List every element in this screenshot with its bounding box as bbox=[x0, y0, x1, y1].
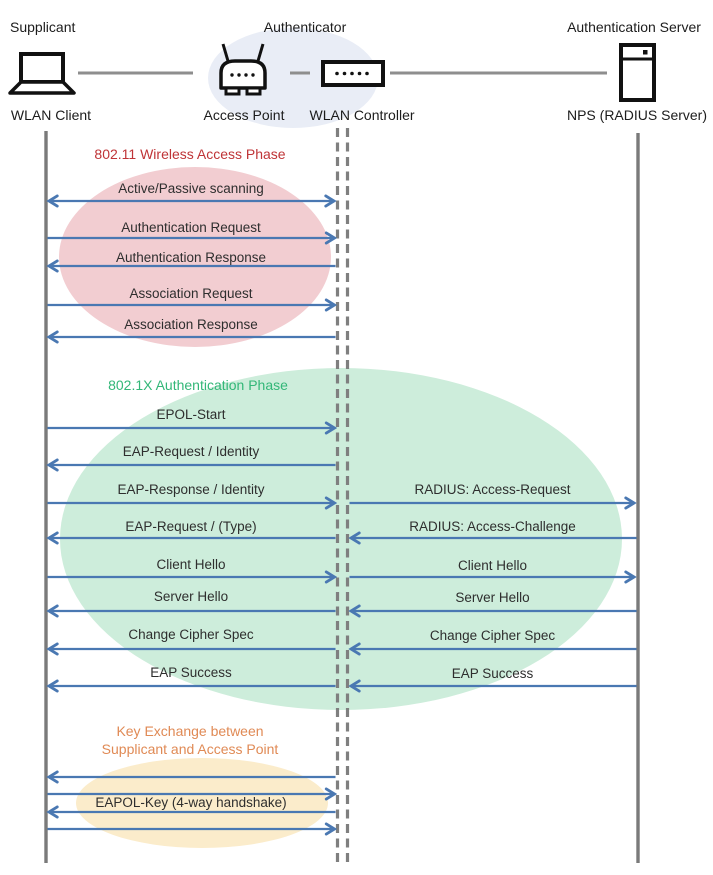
access-point-icon bbox=[219, 43, 267, 96]
wlan-controller-icon bbox=[321, 60, 385, 87]
phase1-ellipse bbox=[59, 167, 331, 347]
msg-eapol-key: EAPOL-Key (4-way handshake) bbox=[95, 795, 287, 810]
phase1-title: 802.11 Wireless Access Phase bbox=[94, 146, 286, 162]
role-authenticator: Authenticator bbox=[263, 19, 347, 35]
msg-association-request: Association Request bbox=[129, 286, 253, 301]
msg-eap-request-identity: EAP-Request / Identity bbox=[122, 444, 260, 459]
laptop-icon bbox=[8, 52, 76, 95]
phase3-title-line2: Supplicant and Access Point bbox=[101, 741, 279, 757]
msg-epol-start: EPOL-Start bbox=[156, 407, 226, 422]
msg-authentication-request: Authentication Request bbox=[121, 220, 261, 235]
role-supplicant: Supplicant bbox=[10, 19, 76, 35]
caption-access-point: Access Point bbox=[203, 107, 285, 123]
server-icon bbox=[619, 43, 656, 102]
msg-eap-success-right: EAP Success bbox=[451, 666, 534, 681]
role-authentication-server: Authentication Server bbox=[567, 19, 701, 35]
phase3-title-line1: Key Exchange between bbox=[116, 723, 264, 739]
authenticator-group-ellipse bbox=[208, 28, 378, 128]
msg-change-cipher-spec-right: Change Cipher Spec bbox=[429, 628, 556, 643]
msg-client-hello-right: Client Hello bbox=[457, 558, 528, 573]
ap-server-arrows bbox=[350, 503, 637, 686]
caption-wlan-controller: WLAN Controller bbox=[309, 107, 415, 123]
msg-eap-response-identity: EAP-Response / Identity bbox=[117, 482, 265, 497]
phase2-title: 802.1X Authentication Phase bbox=[108, 377, 288, 393]
msg-client-hello-left: Client Hello bbox=[156, 557, 226, 572]
msg-radius-access-request: RADIUS: Access-Request bbox=[414, 482, 571, 497]
phase2-ellipse bbox=[60, 368, 622, 710]
client-ap-arrows bbox=[48, 201, 336, 829]
msg-association-response: Association Response bbox=[124, 317, 258, 332]
msg-authentication-response: Authentication Response bbox=[115, 250, 267, 265]
msg-server-hello-left: Server Hello bbox=[153, 589, 229, 604]
caption-nps: NPS (RADIUS Server) bbox=[566, 107, 708, 123]
msg-server-hello-right: Server Hello bbox=[455, 590, 530, 605]
caption-wlan-client: WLAN Client bbox=[10, 107, 92, 123]
msg-eap-success-left: EAP Success bbox=[150, 665, 232, 680]
phase3-ellipse bbox=[76, 758, 328, 848]
msg-radius-access-challenge: RADIUS: Access-Challenge bbox=[409, 519, 576, 534]
msg-active-passive-scanning: Active/Passive scanning bbox=[118, 181, 264, 196]
msg-eap-request-type: EAP-Request / (Type) bbox=[125, 519, 257, 534]
msg-change-cipher-spec-left: Change Cipher Spec bbox=[128, 627, 254, 642]
